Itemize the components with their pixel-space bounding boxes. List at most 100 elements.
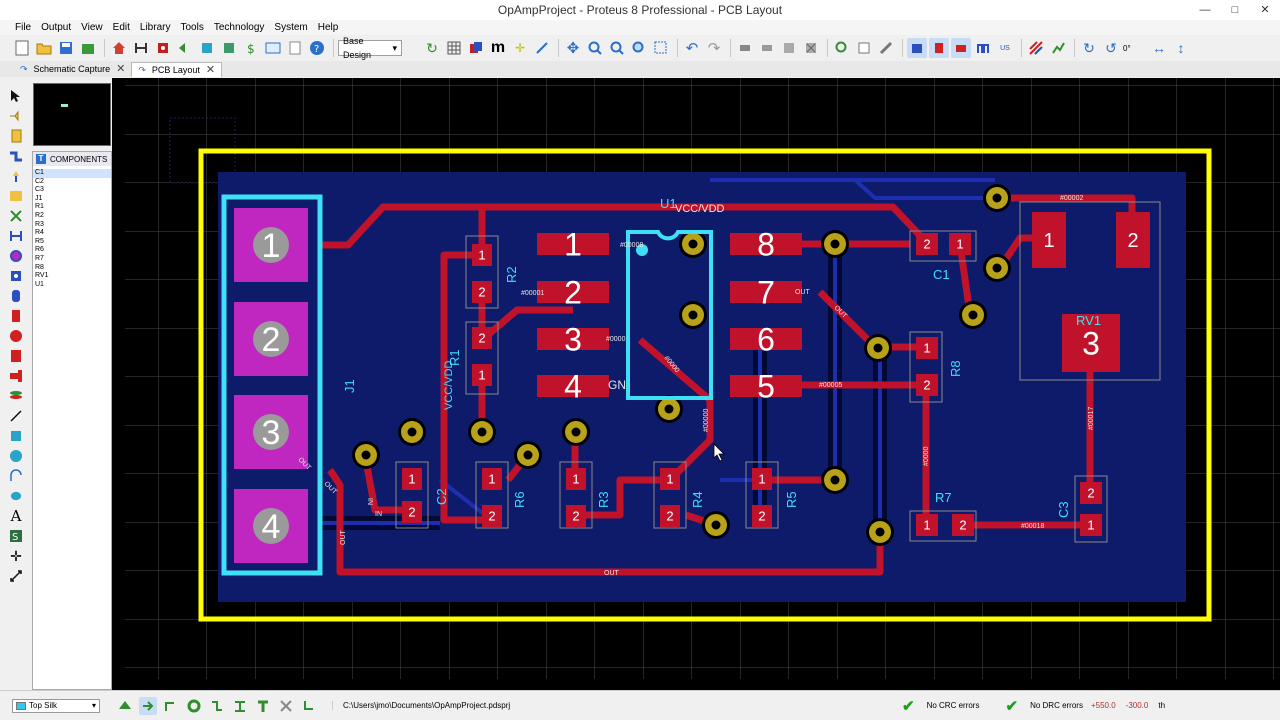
zone-mode-icon[interactable] <box>7 186 25 206</box>
block-delete-icon[interactable] <box>801 38 821 58</box>
list-item[interactable]: R1 <box>33 203 111 212</box>
route-via-icon[interactable] <box>162 697 180 715</box>
path-mode-icon[interactable] <box>7 486 25 506</box>
layer-select[interactable]: Top Silk ▾ <box>12 699 100 713</box>
connectivity-highlight-icon[interactable] <box>7 226 25 246</box>
menu-file[interactable]: File <box>10 20 36 35</box>
connectivity-icon[interactable] <box>1048 38 1068 58</box>
open-folder-icon[interactable] <box>34 38 54 58</box>
decompose-icon[interactable] <box>876 38 896 58</box>
schematic-icon[interactable] <box>131 38 151 58</box>
maximize-button[interactable]: □ <box>1220 0 1250 20</box>
route-pad-icon[interactable] <box>185 697 203 715</box>
route-start-icon[interactable] <box>139 697 157 715</box>
menu-technology[interactable]: Technology <box>209 20 270 35</box>
list-item[interactable]: R7 <box>33 255 111 264</box>
minimize-button[interactable]: — <box>1190 0 1220 20</box>
square-pad-icon[interactable] <box>7 266 25 286</box>
snap-icon[interactable] <box>532 38 552 58</box>
refresh-icon[interactable]: ↻ <box>422 38 442 58</box>
save-icon[interactable] <box>56 38 76 58</box>
dimension-mode-icon[interactable] <box>7 566 25 586</box>
marker-mode-icon[interactable]: ✛ <box>7 546 25 566</box>
list-item[interactable]: R5 <box>33 238 111 247</box>
layer-stack-icon[interactable] <box>116 697 134 715</box>
flip-vertical-icon[interactable]: ↕ <box>1171 38 1191 58</box>
rotate-cw-icon[interactable]: ↻ <box>1079 38 1099 58</box>
vsm-studio-icon[interactable] <box>263 38 283 58</box>
notes-icon[interactable] <box>285 38 305 58</box>
list-item[interactable]: J1 <box>33 195 111 204</box>
list-item[interactable]: RV1 <box>33 272 111 281</box>
route-tee-icon[interactable] <box>254 697 272 715</box>
rotate-ccw-icon[interactable]: ↺ <box>1101 38 1121 58</box>
layers-icon[interactable] <box>466 38 486 58</box>
pcb-icon[interactable] <box>153 38 173 58</box>
autoplacer-icon[interactable] <box>907 38 927 58</box>
pick-parts-icon[interactable] <box>832 38 852 58</box>
zoom-out-icon[interactable] <box>607 38 627 58</box>
import-icon[interactable] <box>78 38 98 58</box>
symbol-mode-icon[interactable]: S <box>7 526 25 546</box>
box-mode-icon[interactable] <box>7 426 25 446</box>
list-item[interactable]: R8 <box>33 264 111 273</box>
tab-schematic-capture[interactable]: ↷ Schematic Capture ✕ <box>14 62 131 77</box>
route-end-icon[interactable] <box>300 697 318 715</box>
dil-pad-icon[interactable] <box>7 286 25 306</box>
design-explorer-icon[interactable] <box>219 38 239 58</box>
arc-mode-icon[interactable] <box>7 466 25 486</box>
padstack-icon[interactable] <box>7 386 25 406</box>
help-icon[interactable]: ? <box>307 38 327 58</box>
zoom-area-icon[interactable] <box>651 38 671 58</box>
circle-mode-icon[interactable] <box>7 446 25 466</box>
netlist-icon[interactable]: US <box>995 38 1015 58</box>
autorouter-icon[interactable] <box>929 38 949 58</box>
new-file-icon[interactable] <box>12 38 32 58</box>
design-rules-icon[interactable] <box>1026 38 1046 58</box>
route-cross-icon[interactable] <box>277 697 295 715</box>
crc-status[interactable]: ✔ No CRC errors <box>902 697 979 715</box>
pan-icon[interactable]: ✥ <box>563 38 583 58</box>
bom-icon[interactable]: $ <box>241 38 261 58</box>
track-mode-icon[interactable] <box>7 146 25 166</box>
make-device-icon[interactable] <box>854 38 874 58</box>
via-mode-icon[interactable] <box>7 166 25 186</box>
variant-select[interactable]: Base Design▾ <box>338 40 402 56</box>
route-bend-icon[interactable] <box>208 697 226 715</box>
menu-system[interactable]: System <box>269 20 312 35</box>
component-mode-icon[interactable] <box>7 106 25 126</box>
flip-horizontal-icon[interactable]: ↔ <box>1149 38 1169 58</box>
text-mode-icon[interactable]: A <box>7 506 25 526</box>
zoom-all-icon[interactable] <box>629 38 649 58</box>
block-copy-icon[interactable] <box>735 38 755 58</box>
list-item[interactable]: R6 <box>33 246 111 255</box>
menu-view[interactable]: View <box>76 20 108 35</box>
3d-view-icon[interactable] <box>175 38 195 58</box>
grid-icon[interactable] <box>444 38 464 58</box>
close-tab-icon[interactable]: ✕ <box>206 63 215 78</box>
list-item[interactable]: C3 <box>33 186 111 195</box>
drc-status[interactable]: ✔ No DRC errors <box>1005 697 1082 715</box>
zoom-in-icon[interactable] <box>585 38 605 58</box>
gerber-icon[interactable] <box>197 38 217 58</box>
line-mode-icon[interactable] <box>7 406 25 426</box>
list-item[interactable]: U1 <box>33 281 111 290</box>
menu-tools[interactable]: Tools <box>175 20 208 35</box>
block-move-icon[interactable] <box>757 38 777 58</box>
round-pad-icon[interactable] <box>7 246 25 266</box>
close-tab-icon[interactable]: ✕ <box>116 62 125 77</box>
ratsnest-mode-icon[interactable] <box>7 206 25 226</box>
origin-icon[interactable]: ✛ <box>510 38 530 58</box>
edge-pad-icon[interactable] <box>7 306 25 326</box>
list-item[interactable]: C2 <box>33 178 111 187</box>
block-rotate-icon[interactable] <box>779 38 799 58</box>
route-trace-icon[interactable] <box>231 697 249 715</box>
package-mode-icon[interactable] <box>7 126 25 146</box>
selection-mode-icon[interactable] <box>7 86 25 106</box>
list-item[interactable]: R2 <box>33 212 111 221</box>
list-item[interactable]: R4 <box>33 229 111 238</box>
rectangular-smt-pad-icon[interactable] <box>7 346 25 366</box>
menu-library[interactable]: Library <box>135 20 176 35</box>
circular-smt-pad-icon[interactable] <box>7 326 25 346</box>
redo-icon[interactable]: ↷ <box>704 38 724 58</box>
